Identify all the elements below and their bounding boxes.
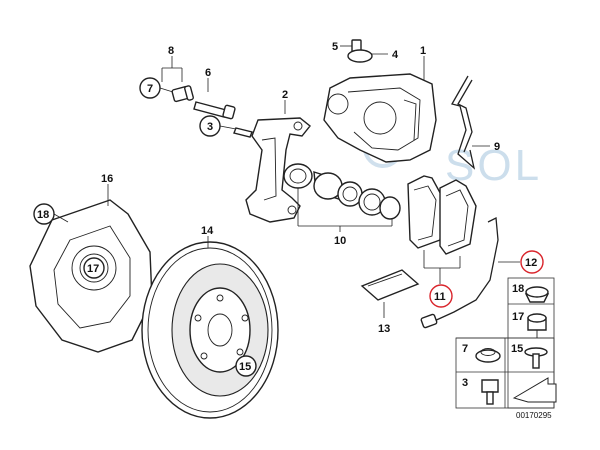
legend-3: 3 <box>462 377 468 389</box>
parts-legend-panel <box>455 277 557 409</box>
part-8-bushing <box>161 56 194 103</box>
callout-7: 7 <box>147 83 153 95</box>
callout-labels: 8 7 6 3 2 5 4 1 9 10 11 12 13 14 15 16 1… <box>37 41 552 420</box>
part-17-callout-ring <box>83 257 105 279</box>
callout-11: 11 <box>434 291 446 303</box>
part-10-piston-repair-kit <box>283 163 401 232</box>
callout-13: 13 <box>378 323 390 335</box>
callout-5: 5 <box>332 41 338 53</box>
part-11-brake-pads <box>407 175 477 284</box>
part-1-caliper <box>323 56 437 163</box>
callout-2: 2 <box>282 89 288 101</box>
callout-16: 16 <box>101 173 113 185</box>
part-18-callout-ring <box>33 203 69 225</box>
legend-7: 7 <box>462 343 468 355</box>
callout-9: 9 <box>494 141 500 153</box>
callout-17: 17 <box>87 263 99 275</box>
callout-4: 4 <box>392 49 399 61</box>
legend-15: 15 <box>511 343 523 355</box>
watermark-text: SOL <box>445 141 542 190</box>
callout-8: 8 <box>168 45 174 57</box>
callout-18: 18 <box>37 209 49 221</box>
part-3-bolt-callout <box>199 115 253 138</box>
part-15-callout-ring <box>235 355 257 377</box>
legend-18: 18 <box>512 283 524 295</box>
diagram-code: 00170295 <box>516 411 552 420</box>
part-14-brake-disc <box>141 236 279 419</box>
callout-14: 14 <box>201 225 214 237</box>
part-2-caliper-carrier <box>245 100 311 223</box>
callout-12-ring <box>520 250 544 274</box>
callout-12: 12 <box>525 257 537 269</box>
part-4-dust-cap <box>347 49 388 63</box>
callout-11-ring <box>429 284 453 308</box>
part-9-anti-rattle-spring <box>451 75 490 170</box>
legend-17: 17 <box>512 311 524 323</box>
part-13-grease-packet <box>360 269 420 318</box>
callout-1: 1 <box>420 45 426 57</box>
callout-10: 10 <box>334 235 346 247</box>
part-12-wear-sensor <box>420 216 520 329</box>
callout-3: 3 <box>207 121 213 133</box>
callout-6: 6 <box>205 67 211 79</box>
callout-15: 15 <box>239 361 251 373</box>
part-7-bushing-circle <box>139 77 174 99</box>
part-6-guide-bolt <box>193 78 236 120</box>
